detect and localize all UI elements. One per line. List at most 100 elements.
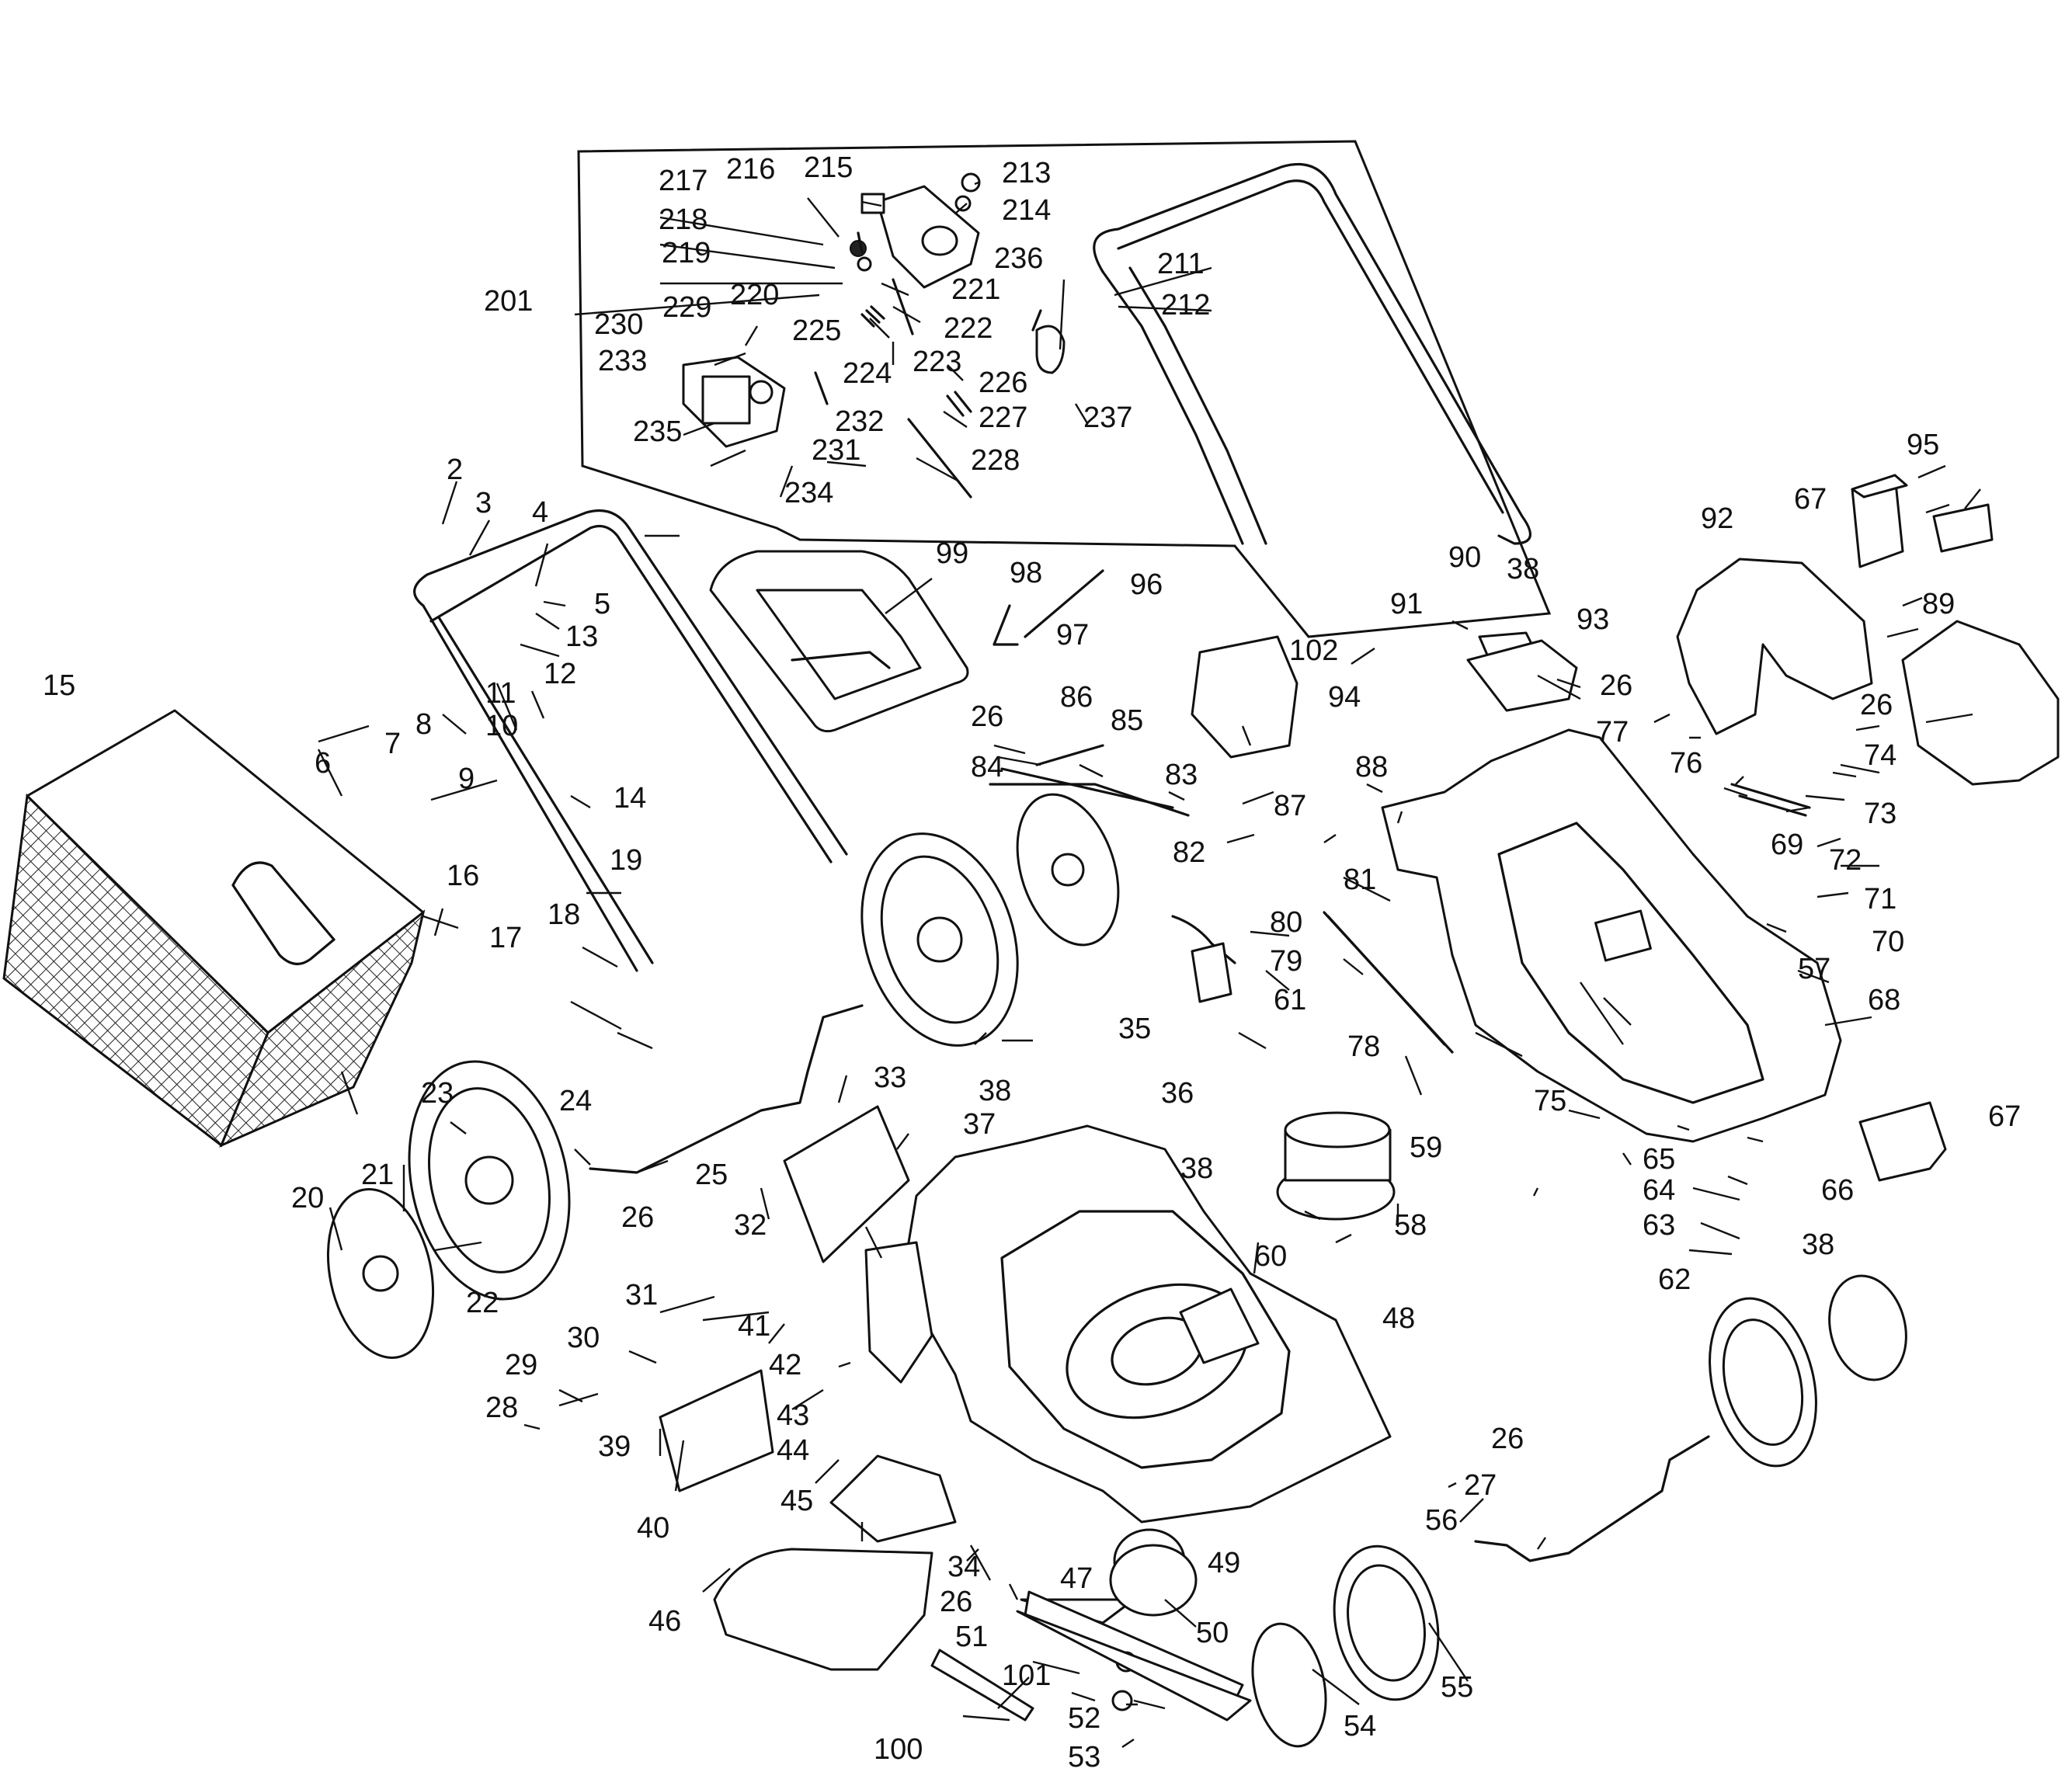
callout-101: 101 [1002, 1659, 1051, 1692]
callout-79: 79 [1270, 945, 1302, 978]
callout-61: 61 [1274, 984, 1306, 1016]
callout-76: 76 [1670, 747, 1702, 780]
callout-83: 83 [1165, 759, 1198, 791]
callout-225: 225 [792, 314, 841, 347]
battery-packs [1851, 474, 1994, 1182]
callout-4: 4 [532, 496, 548, 529]
callout-7: 7 [384, 728, 401, 760]
callout-14: 14 [614, 782, 646, 815]
callout-95: 95 [1907, 429, 1939, 461]
callout-69: 69 [1771, 829, 1803, 861]
callout-216: 216 [726, 153, 775, 186]
callout-217: 217 [659, 165, 707, 197]
callout-234: 234 [784, 477, 833, 509]
cable-and-spring [989, 569, 1811, 1003]
callout-63: 63 [1643, 1209, 1675, 1242]
callout-98: 98 [1010, 557, 1042, 589]
callout-52: 52 [1068, 1702, 1100, 1735]
callout-77: 77 [1596, 716, 1629, 749]
callout-80: 80 [1270, 906, 1302, 939]
callout-100: 100 [874, 1733, 923, 1766]
callout-22: 22 [466, 1287, 499, 1319]
callout-43: 43 [777, 1399, 809, 1432]
callout-38: 38 [979, 1075, 1011, 1107]
callout-67b: 67 [1794, 483, 1827, 516]
callout-38d: 38 [1802, 1228, 1834, 1261]
callout-13: 13 [565, 620, 598, 653]
callout-35: 35 [1118, 1013, 1151, 1045]
callout-230: 230 [594, 308, 643, 341]
callout-58: 58 [1394, 1209, 1427, 1242]
callout-34: 34 [947, 1551, 980, 1583]
callout-231: 231 [812, 434, 860, 467]
callout-29: 29 [505, 1349, 537, 1381]
callout-228: 228 [971, 444, 1020, 477]
callout-48: 48 [1382, 1302, 1415, 1335]
callout-8: 8 [415, 708, 432, 741]
callout-90: 90 [1448, 541, 1481, 574]
blade-and-fan [930, 1544, 1252, 1722]
mower-deck [864, 1124, 1392, 1524]
callout-36: 36 [1161, 1077, 1194, 1110]
callout-30: 30 [567, 1322, 600, 1354]
callout-85: 85 [1111, 704, 1143, 737]
callout-219: 219 [662, 237, 711, 269]
callout-41: 41 [738, 1310, 770, 1343]
callout-224: 224 [843, 357, 892, 390]
callout-2: 2 [447, 453, 463, 486]
callout-39: 39 [598, 1430, 631, 1463]
callout-236: 236 [994, 242, 1043, 275]
callout-212: 212 [1161, 289, 1210, 321]
callout-38b: 38 [1507, 553, 1539, 585]
callout-74: 74 [1864, 739, 1896, 772]
callout-31: 31 [625, 1279, 658, 1312]
callout-91: 91 [1390, 588, 1423, 620]
callout-96: 96 [1130, 568, 1163, 601]
callout-37: 37 [963, 1108, 996, 1141]
callout-57: 57 [1798, 953, 1830, 985]
callout-215: 215 [804, 151, 853, 184]
grass-collector-bag [2, 709, 426, 1148]
callout-99: 99 [936, 537, 968, 570]
callout-40: 40 [637, 1512, 669, 1544]
callout-201: 201 [484, 285, 533, 318]
leader-lines [317, 181, 1981, 1748]
battery-cover [1901, 620, 2060, 786]
callout-84: 84 [971, 751, 1003, 784]
callout-54: 54 [1344, 1710, 1376, 1742]
callout-47: 47 [1060, 1562, 1093, 1595]
callout-68: 68 [1868, 984, 1900, 1016]
callout-229: 229 [662, 291, 711, 324]
callout-62: 62 [1658, 1263, 1691, 1296]
callout-78: 78 [1347, 1030, 1380, 1063]
motor-housing [1381, 728, 1842, 1143]
callout-60: 60 [1254, 1240, 1287, 1273]
callout-32: 32 [734, 1209, 767, 1242]
callout-53: 53 [1068, 1741, 1100, 1772]
callout-89: 89 [1922, 588, 1955, 620]
callout-226: 226 [979, 367, 1027, 399]
callout-94: 94 [1328, 681, 1361, 714]
upper-handle-bar [1093, 163, 1531, 545]
callout-221: 221 [951, 273, 1000, 306]
callout-46: 46 [648, 1605, 681, 1638]
callout-49: 49 [1208, 1547, 1240, 1579]
callout-15: 15 [43, 669, 75, 702]
callout-220: 220 [730, 279, 779, 311]
switch-box-parts [682, 172, 1066, 499]
grass-box-lid [709, 550, 969, 733]
callout-56: 56 [1425, 1504, 1458, 1537]
callout-237: 237 [1083, 401, 1132, 434]
callout-10: 10 [485, 710, 518, 742]
callout-214: 214 [1002, 194, 1051, 227]
callout-19: 19 [610, 844, 642, 877]
callout-50: 50 [1196, 1617, 1229, 1649]
callout-75: 75 [1534, 1085, 1566, 1117]
callout-28: 28 [485, 1392, 518, 1424]
callout-44: 44 [777, 1434, 809, 1467]
handle-assembly-frame [577, 140, 1552, 638]
callout-51: 51 [955, 1621, 988, 1653]
wheel-group [326, 793, 1907, 1748]
callout-24: 24 [559, 1085, 592, 1117]
